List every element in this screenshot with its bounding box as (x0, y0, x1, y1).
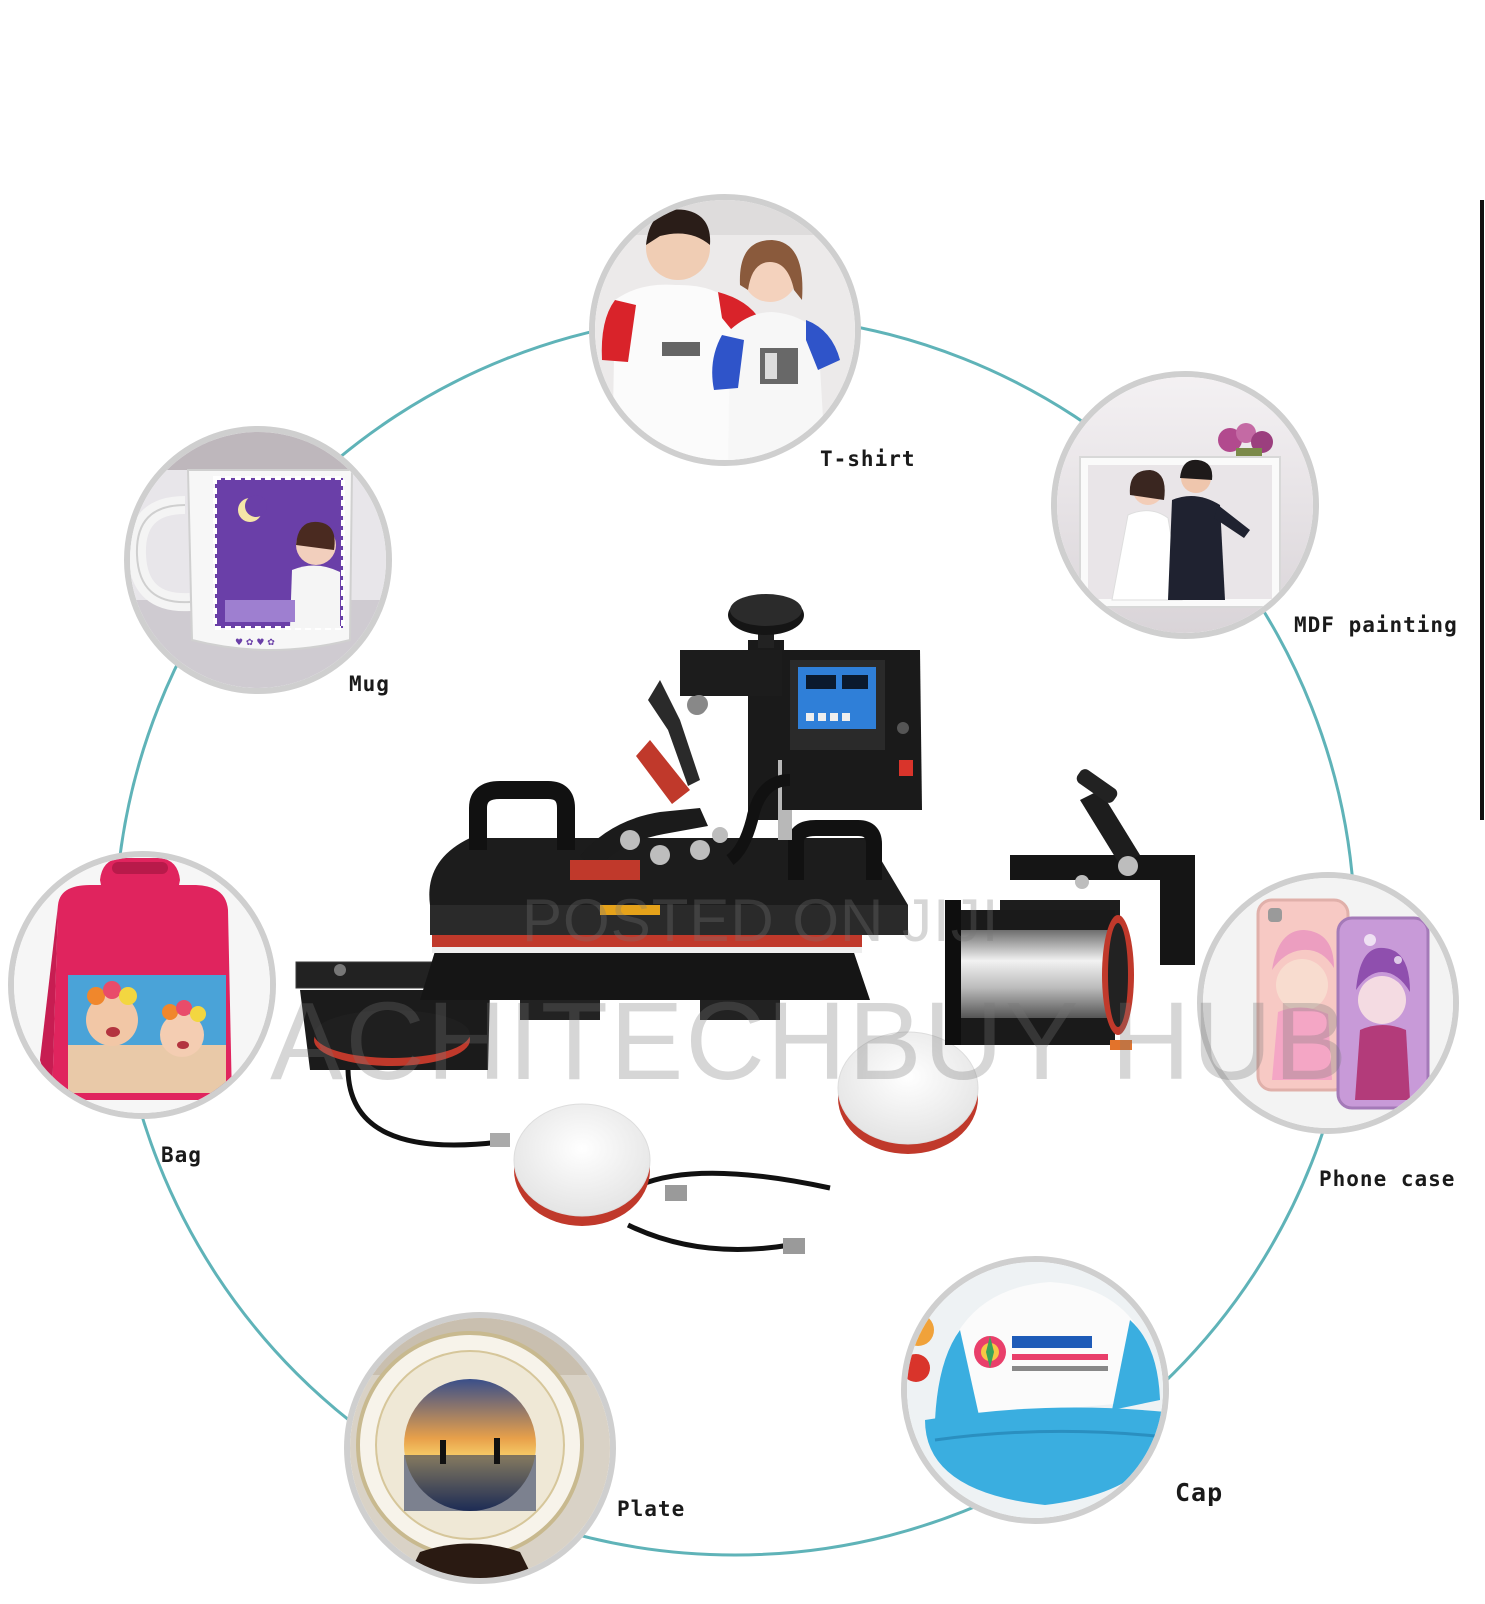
edge-line (1480, 200, 1484, 820)
watermark-seller: ACHITECHBUY HUB (270, 980, 1350, 1103)
watermark-site: POSTED ON JIJI (522, 887, 1000, 954)
label-mdf-painting: MDF painting (1294, 613, 1458, 637)
label-plate: Plate (617, 1497, 686, 1521)
label-mug: Mug (349, 672, 390, 696)
mug-photo: ♥ ✿ ♥ ✿ (124, 426, 392, 694)
heat-press-machine (295, 594, 1195, 1254)
bag-photo (8, 851, 276, 1119)
tshirt-photo (589, 194, 861, 466)
label-cap: Cap (1175, 1478, 1224, 1507)
phone-case-photo (1197, 872, 1459, 1134)
label-bag: Bag (161, 1143, 202, 1167)
plate-photo (344, 1312, 616, 1584)
cap-photo (901, 1256, 1169, 1524)
svg-text:♥ ✿ ♥ ✿: ♥ ✿ ♥ ✿ (235, 638, 275, 648)
label-tshirt: T-shirt (820, 447, 916, 471)
label-phone-case: Phone case (1319, 1167, 1456, 1191)
mdf-painting-photo (1051, 371, 1319, 639)
